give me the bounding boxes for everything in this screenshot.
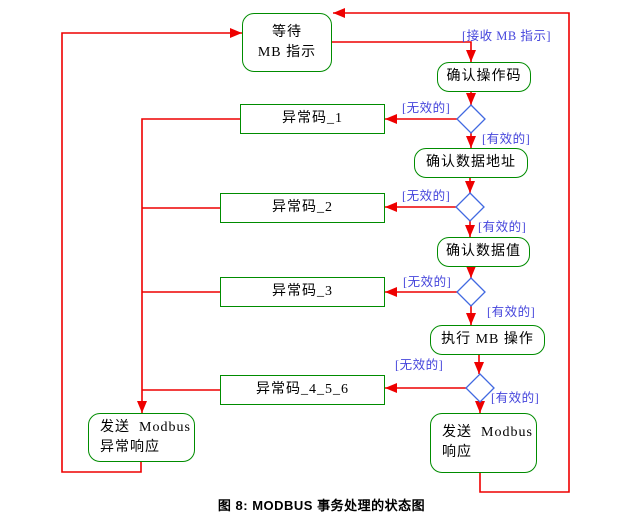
decision-diamond-4 bbox=[465, 373, 495, 403]
guard-invalid-3: [无效的] bbox=[403, 275, 452, 289]
node-confirm-data-value: 确认数据值 bbox=[437, 237, 530, 267]
edge-wait-to-confirm-opcode bbox=[332, 41, 476, 62]
node-confirm-function-code: 确认操作码 bbox=[437, 62, 531, 92]
node-label: 执行 MB 操作 bbox=[441, 332, 534, 347]
guard-valid-3: [有效的] bbox=[487, 305, 536, 319]
guard-valid-2: [有效的] bbox=[478, 220, 527, 234]
node-send-modbus-exception-response: 发送 Modbus 异常响应 bbox=[88, 413, 195, 462]
guard-receive-mb-indication: [接收 MB 指示] bbox=[462, 29, 552, 43]
node-exception-code-4-5-6: 异常码_4_5_6 bbox=[220, 375, 385, 405]
node-execute-mb-action: 执行 MB 操作 bbox=[430, 325, 545, 355]
node-label: 确认数据地址 bbox=[426, 155, 516, 170]
node-label: 确认数据值 bbox=[446, 244, 521, 259]
node-label: 异常响应 bbox=[100, 439, 160, 455]
node-label: 异常码_1 bbox=[282, 111, 343, 126]
node-exception-code-2: 异常码_2 bbox=[220, 193, 385, 223]
decision-diamond-2 bbox=[455, 192, 485, 222]
node-exception-code-1: 异常码_1 bbox=[240, 104, 385, 134]
edge-exceptions-to-send-exception-response bbox=[137, 118, 240, 413]
node-label: 异常码_2 bbox=[272, 200, 333, 215]
guard-valid-4: [有效的] bbox=[491, 391, 540, 405]
node-label: 确认操作码 bbox=[446, 69, 522, 84]
edge-response-loop-to-wait bbox=[333, 8, 570, 493]
node-label: 等待 bbox=[272, 24, 302, 40]
decision-diamond-3 bbox=[456, 277, 486, 307]
guard-valid-1: [有效的] bbox=[482, 132, 531, 146]
node-send-modbus-response: 发送 Modbus 响应 bbox=[430, 413, 537, 473]
figure-caption: 图 8: MODBUS 事务处理的状态图 bbox=[217, 498, 426, 513]
edge-exception-response-loop-to-wait bbox=[61, 28, 242, 473]
node-exception-code-3: 异常码_3 bbox=[220, 277, 385, 307]
guard-invalid-4: [无效的] bbox=[395, 358, 444, 372]
node-wait-mb-indication: 等待 MB 指示 bbox=[242, 13, 332, 72]
node-label: MB 指示 bbox=[257, 44, 317, 60]
node-label: 发送 Modbus bbox=[442, 425, 533, 440]
guard-invalid-2: [无效的] bbox=[402, 189, 451, 203]
node-label: 异常码_3 bbox=[272, 284, 333, 299]
decision-diamond-1 bbox=[456, 104, 486, 134]
node-label: 响应 bbox=[442, 445, 472, 460]
node-confirm-data-address: 确认数据地址 bbox=[414, 148, 528, 178]
node-label: 发送 Modbus bbox=[100, 419, 191, 435]
node-label: 异常码_4_5_6 bbox=[256, 382, 349, 397]
guard-invalid-1: [无效的] bbox=[402, 101, 451, 115]
